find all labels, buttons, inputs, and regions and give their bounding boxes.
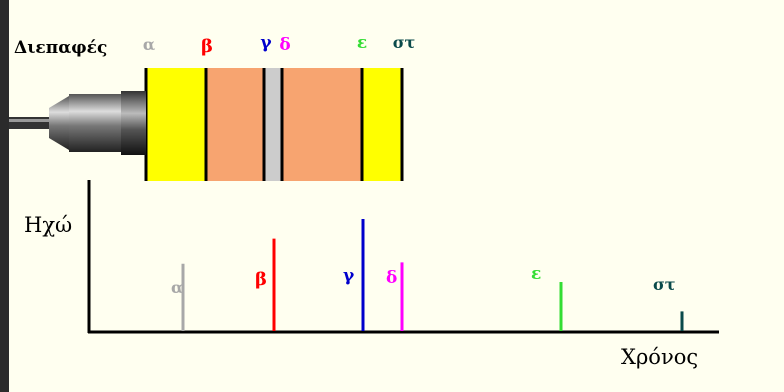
layer-4 <box>282 68 362 181</box>
top-label-e: ε <box>357 33 367 53</box>
layer-3 <box>264 68 282 181</box>
top-label-d: δ <box>279 35 290 55</box>
echo-spikes <box>181 219 684 331</box>
probe-neck <box>49 96 69 150</box>
spike-label-d: δ <box>386 268 397 288</box>
top-label-st: στ <box>393 33 416 52</box>
spike-label-e: ε <box>531 264 541 284</box>
top-label-a: α <box>143 35 155 54</box>
echo-axes: Ηχώ Χρόνος <box>24 180 719 369</box>
tissue-layers <box>144 68 404 181</box>
top-label-b: β <box>201 36 213 57</box>
interfaces-header: Διεπαφές <box>14 38 107 58</box>
transducer-probe-icon <box>9 91 146 155</box>
layer-2 <box>206 68 264 181</box>
y-axis-label: Ηχώ <box>24 213 72 237</box>
diagram-canvas: Διεπαφές α β γ δ <box>9 33 719 369</box>
ultrasound-echo-diagram: Διεπαφές α β γ δ <box>9 0 784 392</box>
layer-5 <box>362 68 402 181</box>
x-axis-label: Χρόνος <box>621 345 698 369</box>
spike-label-a: α <box>171 278 183 297</box>
echo-spike-labels: α β γ δ ε στ <box>171 264 676 297</box>
interface-labels-top: α β γ δ ε στ <box>143 33 415 57</box>
layer-1 <box>146 68 206 181</box>
spike-label-b: β <box>255 269 267 290</box>
probe-body <box>69 94 121 152</box>
probe-head <box>121 91 146 155</box>
probe-cable <box>9 117 51 129</box>
spike-label-g: γ <box>343 266 355 286</box>
spike-label-st: στ <box>653 275 676 294</box>
top-label-g: γ <box>260 33 272 53</box>
